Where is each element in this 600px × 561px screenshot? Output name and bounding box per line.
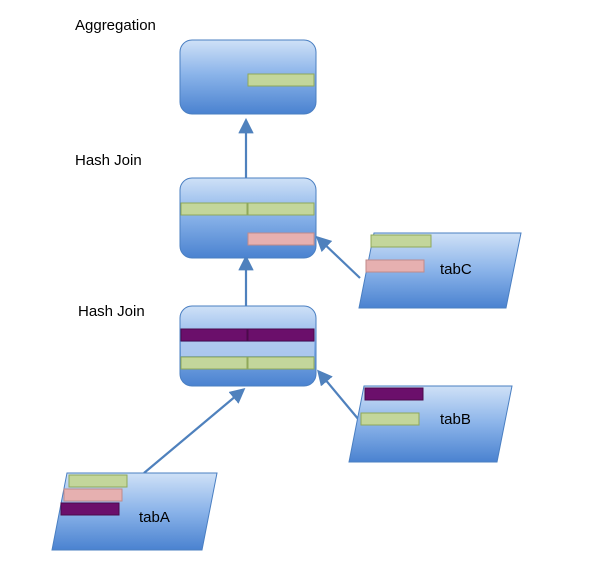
table-tabB: tabB <box>348 385 513 463</box>
hash-join-top-pink-column <box>247 232 315 246</box>
hash-join-top-operator: Hash Join <box>75 152 317 259</box>
edge-tabB-to-join-bottom <box>317 369 360 421</box>
tabC-shape <box>358 232 522 309</box>
hash-join-top-green-right <box>247 202 315 216</box>
tabB-purple-column <box>364 387 424 401</box>
hash-join-top-label: Hash Join <box>75 152 142 169</box>
edges <box>143 117 361 474</box>
table-tabC: tabC <box>358 232 522 309</box>
hash-join-bottom-green-right <box>247 356 315 370</box>
hash-join-bottom-purple-right <box>247 328 315 342</box>
hash-join-bottom-purple-left <box>180 328 248 342</box>
tabA-purple-column <box>60 502 120 516</box>
tabA-green-column <box>68 474 128 488</box>
tabC-green-column <box>370 234 432 248</box>
aggregation-green-column <box>247 73 315 87</box>
hash-join-bottom-operator: Hash Join <box>78 303 317 387</box>
hash-join-bottom-label: Hash Join <box>78 303 145 320</box>
hash-join-bottom-green-left <box>180 356 248 370</box>
tabC-label: tabC <box>440 261 472 278</box>
tabB-label: tabB <box>440 411 471 428</box>
tabA-label: tabA <box>139 509 170 526</box>
hash-join-top-green-left <box>180 202 248 216</box>
hash-join-bottom-light-band <box>181 342 314 356</box>
table-tabA: tabA <box>51 472 218 551</box>
edge-tabC-to-join-top <box>315 235 361 279</box>
tabB-green-column <box>360 412 420 426</box>
aggregation-operator: Aggregation <box>75 17 317 115</box>
edge-tabA-to-join-bottom <box>143 388 246 474</box>
tabC-pink-column <box>365 259 425 273</box>
tabB-shape <box>348 385 513 463</box>
tabA-pink-column <box>63 488 123 502</box>
aggregation-label: Aggregation <box>75 17 156 34</box>
hash-join-top-node <box>179 177 317 259</box>
